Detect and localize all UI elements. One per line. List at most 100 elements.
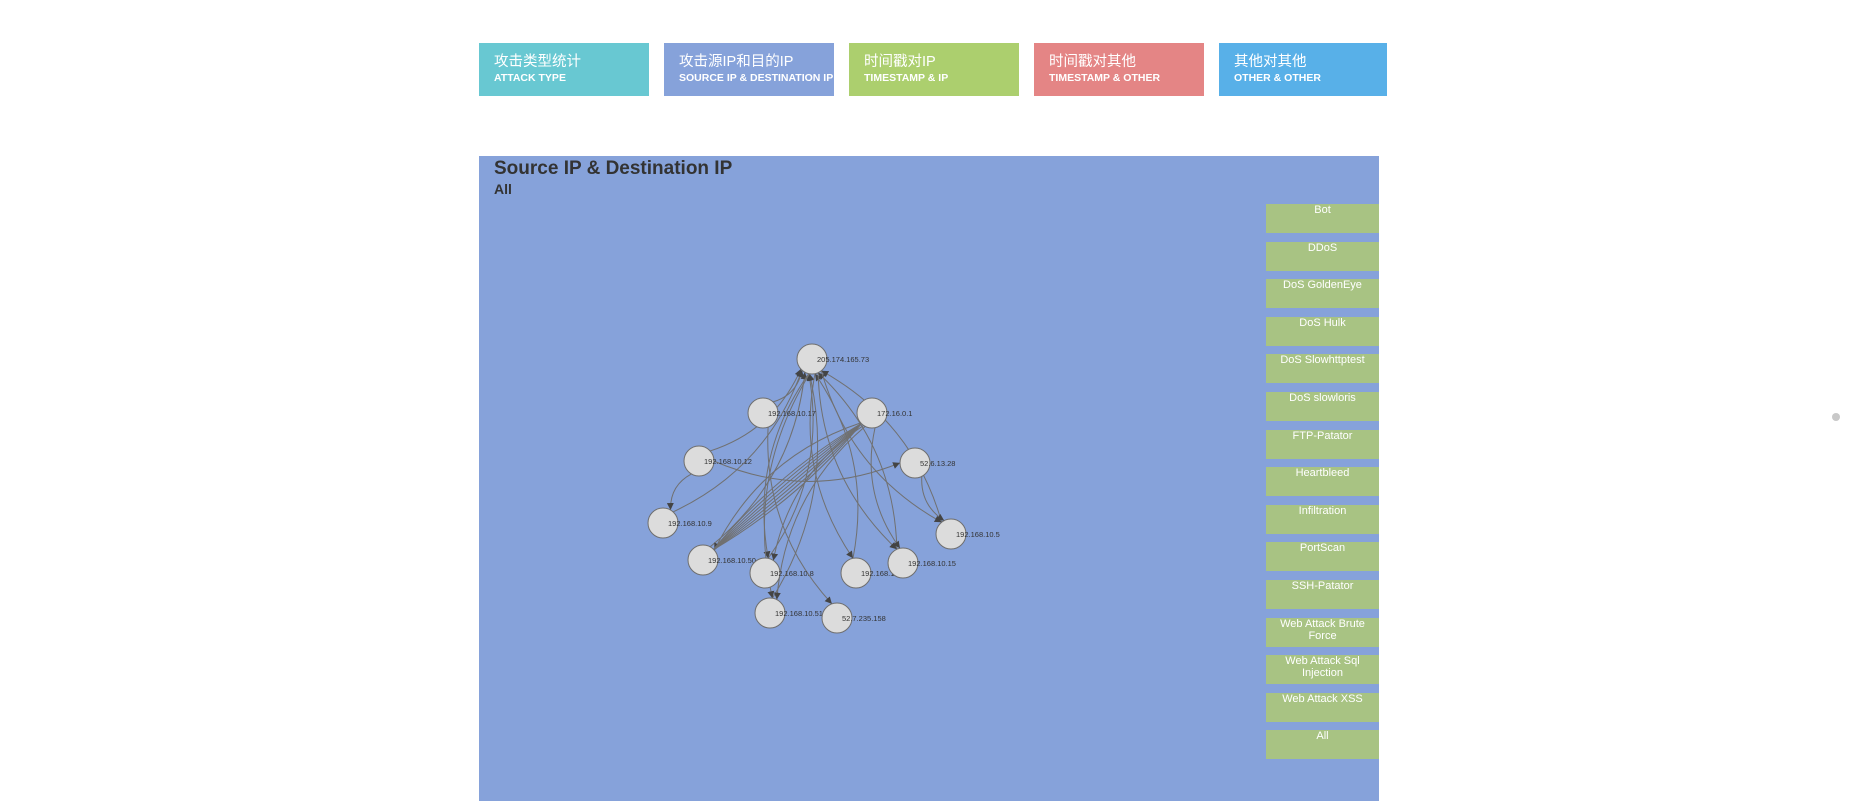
graph-edges — [666, 368, 945, 605]
graph-node-circle[interactable] — [749, 557, 781, 589]
nav-tile-0[interactable]: 攻击类型统计 ATTACK TYPE — [479, 43, 649, 96]
filter-button-ssh-patator[interactable]: SSH-Patator — [1266, 580, 1379, 609]
graph-node[interactable]: 192.168.10.50 — [687, 544, 756, 576]
graph-node[interactable]: 192.168.10.8 — [749, 557, 814, 589]
graph-node-label: 192.168.10.51 — [775, 609, 823, 618]
graph-edge — [712, 422, 863, 551]
graph-edge — [713, 422, 861, 551]
graph-node-circle[interactable] — [747, 397, 779, 429]
nav-tile-title: 攻击源IP和目的IP — [679, 54, 794, 70]
graph-node-circle[interactable] — [856, 397, 888, 429]
graph-panel: 205.174.165.73 192.168.10.17 172.16.0.1 192… — [479, 156, 1379, 801]
graph-edge — [712, 422, 863, 551]
graph-node[interactable]: 192.168.10.15 — [887, 547, 956, 579]
graph-node-label: 172.16.0.1 — [877, 409, 912, 418]
filter-button-web-attack-sql-injection[interactable]: Web Attack Sql Injection — [1266, 655, 1379, 685]
graph-node-circle[interactable] — [935, 518, 967, 550]
graph-node-circle[interactable] — [899, 447, 931, 479]
graph-node[interactable]: 172.16.0.1 — [856, 397, 912, 429]
graph-edge — [870, 427, 901, 549]
graph-node[interactable]: 192.168.10.12 — [683, 445, 752, 477]
nav-tile-subtitle: TIMESTAMP & IP — [864, 72, 949, 84]
nav-tile-3[interactable]: 时间戳对其他 TIMESTAMP & OTHER — [1034, 43, 1204, 96]
nav-tile-title: 其他对其他 — [1234, 54, 1307, 70]
graph-edge — [817, 372, 898, 550]
graph-node-circle[interactable] — [840, 557, 872, 589]
filter-button-dos-slowloris[interactable]: DoS slowloris — [1266, 392, 1379, 421]
graph-edge — [772, 370, 805, 403]
graph-nodes: 205.174.165.73 192.168.10.17 172.16.0.1 192… — [647, 343, 1000, 634]
graph-node[interactable]: 205.174.165.73 — [796, 343, 869, 375]
filter-button-web-attack-xss[interactable]: Web Attack XSS — [1266, 692, 1379, 722]
nav-tile-title: 攻击类型统计 — [494, 54, 581, 70]
graph-node-label: 192.168.10.17 — [768, 409, 816, 418]
graph-node-label: 192.168.10.5 — [956, 530, 1000, 539]
filter-button-all[interactable]: All — [1266, 730, 1379, 760]
graph-edge — [712, 422, 863, 551]
graph-edge — [712, 422, 863, 551]
graph-node-circle[interactable] — [683, 445, 715, 477]
graph-edge — [817, 372, 898, 550]
graph-edge — [709, 372, 808, 548]
filter-button-dos-hulk[interactable]: DoS Hulk — [1266, 316, 1379, 346]
nav-tile-1[interactable]: 攻击源IP和目的IP SOURCE IP & DESTINATION IP — [664, 43, 834, 96]
top-nav: 攻击类型统计 ATTACK TYPE 攻击源IP和目的IP SOURCE IP & D… — [479, 43, 1387, 96]
graph-edge — [672, 369, 803, 513]
graph-edge — [921, 476, 945, 522]
filter-button-portscan[interactable]: PortScan — [1266, 542, 1379, 572]
graph-node[interactable]: 192.168.10.17 — [747, 397, 816, 429]
nav-tile-subtitle: TIMESTAMP & OTHER — [1049, 72, 1161, 84]
nav-tile-title: 时间戳对其他 — [1049, 54, 1136, 70]
graph-edge — [712, 422, 863, 551]
nav-tile-2[interactable]: 时间戳对IP TIMESTAMP & IP — [849, 43, 1019, 96]
nav-tile-title: 时间戳对IP — [864, 54, 936, 70]
graph-node[interactable]: 52.7.235.158 — [821, 602, 886, 634]
graph-edge — [772, 373, 819, 599]
filter-button-dos-goldeneye[interactable]: DoS GoldenEye — [1266, 279, 1379, 309]
panel-subtitle: All — [494, 181, 512, 197]
graph-node[interactable]: 52.6.13.28 — [899, 447, 955, 479]
graph-edge — [814, 373, 859, 559]
graph-node-label: 192.168.10.50 — [708, 556, 756, 565]
graph-edge — [712, 422, 863, 551]
graph-node-circle[interactable] — [754, 597, 786, 629]
filter-button-ftp-patator[interactable]: FTP-Patator — [1266, 429, 1379, 459]
graph-node-label: 192.168.10.12 — [704, 457, 752, 466]
graph-node-label: 52.6.13.28 — [920, 459, 955, 468]
nav-tile-4[interactable]: 其他对其他 OTHER & OTHER — [1219, 43, 1387, 96]
graph-node[interactable]: 192.168.10.51 — [754, 597, 823, 629]
graph-node-circle[interactable] — [647, 507, 679, 539]
graph-edge — [712, 422, 863, 551]
graph-node-label: 192.168.10.14 — [861, 569, 909, 578]
filter-button-web-attack-brute-force[interactable]: Web Attack Brute Force — [1266, 617, 1379, 647]
graph-node-label: 52.7.235.158 — [842, 614, 886, 623]
graph-edge — [767, 427, 833, 605]
graph-edge — [666, 473, 692, 511]
graph-node-circle[interactable] — [887, 547, 919, 579]
graph-edge — [820, 370, 942, 523]
graph-node[interactable]: 192.168.10.14 — [840, 557, 909, 589]
graph-edge — [821, 370, 943, 523]
graph-edge — [767, 373, 814, 559]
graph-node-circle[interactable] — [687, 544, 719, 576]
nav-tile-subtitle: SOURCE IP & DESTINATION IP — [679, 72, 834, 84]
side-scroll-dot[interactable] — [1832, 413, 1840, 421]
nav-tile-subtitle: ATTACK TYPE — [494, 72, 566, 84]
graph-node[interactable]: 192.168.10.5 — [935, 518, 1000, 550]
graph-node[interactable]: 192.168.10.9 — [647, 507, 712, 539]
filter-button-heartbleed[interactable]: Heartbleed — [1266, 467, 1379, 497]
graph-node-circle[interactable] — [796, 343, 828, 375]
network-graph[interactable]: 205.174.165.73 192.168.10.17 172.16.0.1 192… — [479, 156, 1379, 801]
graph-node-label: 205.174.165.73 — [817, 355, 869, 364]
filter-button-bot[interactable]: Bot — [1266, 204, 1379, 233]
filter-button-ddos[interactable]: DDoS — [1266, 241, 1379, 271]
graph-edge — [763, 373, 810, 559]
graph-node-circle[interactable] — [821, 602, 853, 634]
filter-button-infiltration[interactable]: Infiltration — [1266, 504, 1379, 534]
graph-node-label: 192.168.10.15 — [908, 559, 956, 568]
graph-node-label: 192.168.10.9 — [668, 519, 712, 528]
filter-button-dos-slowhttptest[interactable]: DoS Slowhttptest — [1266, 354, 1379, 384]
panel-title: Source IP & Destination IP — [494, 158, 733, 179]
nav-tile-subtitle: OTHER & OTHER — [1234, 72, 1321, 84]
